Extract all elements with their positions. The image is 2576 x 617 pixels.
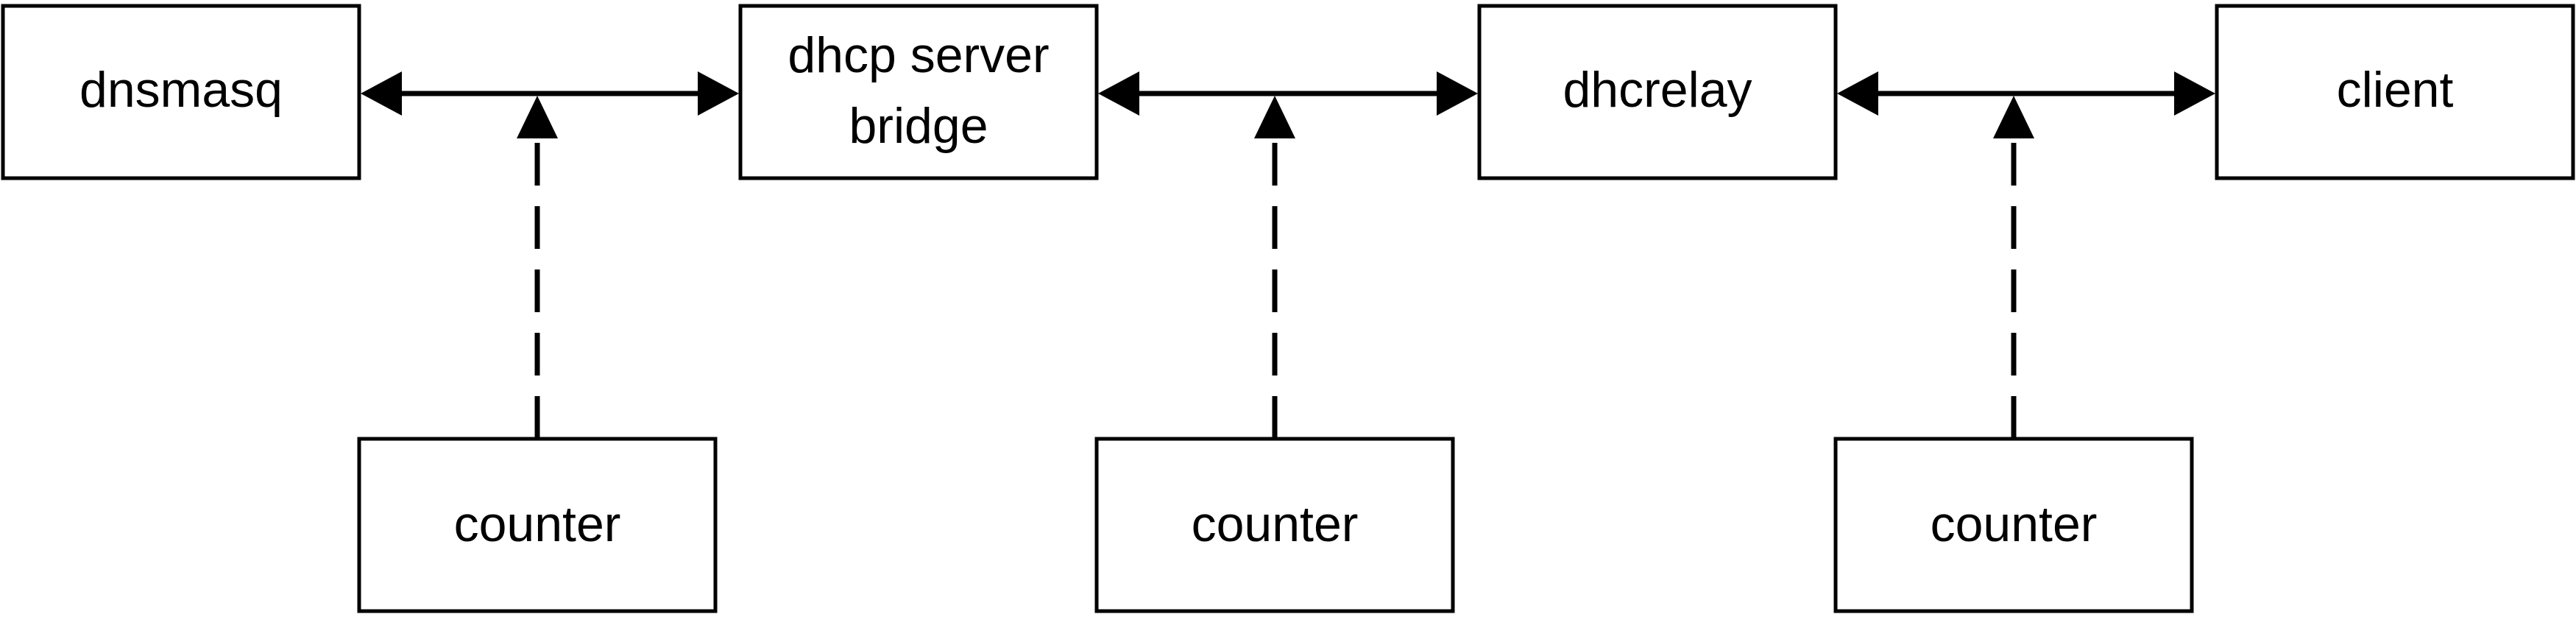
node-client: client	[2215, 4, 2575, 180]
counter-node-3-box	[1833, 437, 2194, 613]
link-1-arrow-right	[698, 71, 739, 116]
node-dhcrelay-box	[1477, 4, 1838, 180]
link-2-arrow-left	[1098, 71, 1139, 116]
node-dnsmasq-label: dnsmasq	[79, 62, 283, 118]
monitor-counter-1	[517, 96, 558, 439]
counter-node-1: counter	[357, 437, 718, 613]
node-dhcrelay-label: dhcrelay	[1563, 62, 1752, 118]
counter-node-2: counter	[1094, 437, 1455, 613]
link-2-arrow-right	[1437, 71, 1478, 116]
node-client-label: client	[2337, 62, 2454, 118]
node-dhcp-server-bridge-label-line1: dhcp server	[788, 27, 1049, 83]
link-dhcp-server-bridge-dhcrelay	[1098, 71, 1478, 116]
counter-node-2-label: counter	[1192, 496, 1359, 552]
node-dhcrelay: dhcrelay	[1477, 4, 1838, 180]
counter-node-3-label: counter	[1931, 496, 2098, 552]
monitor-1-arrow-up	[517, 96, 558, 138]
counter-node-1-label: counter	[454, 496, 621, 552]
monitor-3-arrow-up	[1993, 96, 2034, 138]
counter-node-2-box	[1094, 437, 1455, 613]
counter-node-1-box	[357, 437, 718, 613]
node-client-box	[2215, 4, 2575, 180]
node-dhcp-server-bridge-box	[738, 4, 1099, 180]
monitor-counter-2	[1254, 96, 1295, 439]
link-3-arrow-right	[2174, 71, 2215, 116]
link-dhcrelay-client	[1837, 71, 2215, 116]
node-dhcp-server-bridge-label-line2: bridge	[849, 98, 988, 154]
link-1-arrow-left	[361, 71, 402, 116]
node-dnsmasq: dnsmasq	[1, 4, 361, 180]
counter-node-3: counter	[1833, 437, 2194, 613]
monitor-2-arrow-up	[1254, 96, 1295, 138]
link-3-arrow-left	[1837, 71, 1878, 116]
monitor-counter-3	[1993, 96, 2034, 439]
link-dnsmasq-dhcp-server-bridge	[361, 71, 739, 116]
node-dnsmasq-box	[1, 4, 361, 180]
node-dhcp-server-bridge: dhcp server bridge	[738, 4, 1099, 180]
